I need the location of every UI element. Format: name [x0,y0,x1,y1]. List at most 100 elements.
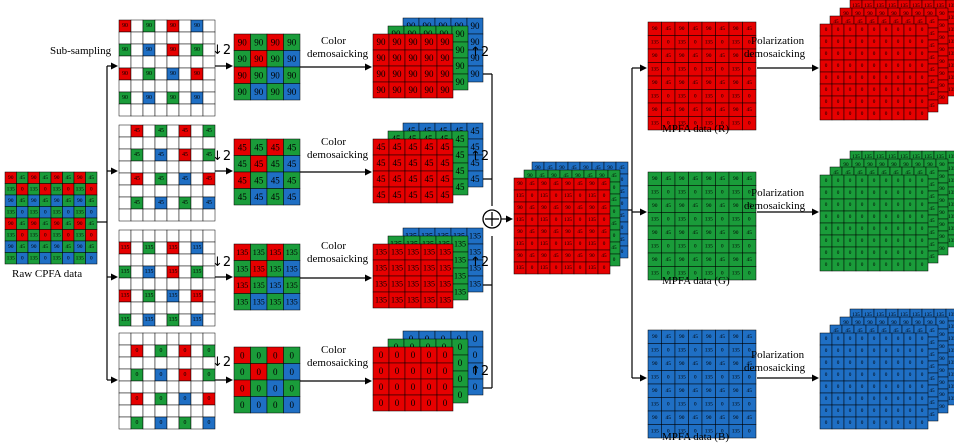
cell-value: 45 [666,80,672,86]
cell-value: 90 [652,257,658,263]
cell-value: 45 [238,175,248,185]
cell-value: 0 [849,250,852,256]
cell-value: 135 [948,336,954,342]
cell-value: 0 [825,384,828,390]
cell-value: 45 [20,198,26,204]
cell-value: 0 [897,27,900,33]
cell-value: 90 [652,230,658,236]
cell-value: 0 [825,348,828,354]
cell-value: 0 [379,350,384,360]
cell-value: 0 [909,202,912,208]
cell-value: 135 [454,272,466,281]
cell-value: 135 [948,154,954,160]
cell-value: 45 [441,190,451,200]
grid-cell [166,103,180,117]
grid-cell [130,184,144,198]
grid-cell [118,148,132,162]
cell-value: 45 [720,107,726,113]
cell-value: 0 [849,226,852,232]
cell-value: 135 [169,317,178,323]
cell-value: 90 [939,404,945,410]
cell-value: 45 [929,206,935,212]
cell-value: 45 [747,257,753,263]
cell-value: 135 [454,288,466,297]
cell-value: 0 [721,216,724,222]
cell-value: 45 [206,152,212,158]
cell-value: 45 [693,388,699,394]
cell-value: 0 [909,336,912,342]
grid-cell [178,241,192,255]
cell-value: 0 [555,241,558,247]
cell-value: 0 [909,75,912,81]
cell-value: 0 [897,226,900,232]
cell-value: 0 [921,178,924,184]
cell-value: 135 [651,401,659,407]
cell-value: 90 [287,54,297,64]
arrowhead [812,374,819,382]
grid-cell [166,208,180,222]
cell-value: 0 [921,348,924,354]
grid-cell [190,208,204,222]
cell-value: 0 [273,350,278,360]
grid-cell [142,172,156,186]
cell-value: 0 [861,226,864,232]
cell-value: 0 [849,336,852,342]
cell-value: 135 [948,348,954,354]
cell-value: 0 [849,39,852,45]
cell-value: 0 [395,398,400,408]
cell-value: 45 [206,176,212,182]
cell-value: 45 [134,152,140,158]
cell-value: 0 [837,262,840,268]
grid-cell [166,380,180,394]
grid-cell [130,79,144,93]
cell-value: 45 [529,229,535,235]
cell-value: 45 [747,107,753,113]
cell-value: 90 [54,244,60,250]
cell-value: 90 [287,87,297,97]
cell-value: 0 [825,396,828,402]
cell-value: 0 [748,428,751,434]
cell-value: 90 [679,203,685,209]
grid-cell [190,229,204,243]
cell-value: 0 [825,178,828,184]
grid-cell [130,404,144,418]
cell-value: 135 [439,248,451,257]
cell-value: 45 [134,176,140,182]
cell-value: 135 [516,217,524,223]
cell-value: 0 [837,87,840,93]
cell-value: 90 [679,388,685,394]
cell-value: 45 [158,152,164,158]
cell-value: 0 [667,39,670,45]
cell-value: 90 [271,37,281,47]
cell-value: 90 [706,203,712,209]
cell-value: 0 [909,420,912,426]
grid-cell [118,277,132,291]
cell-value: 135 [236,248,248,257]
cell-value: 45 [929,55,935,61]
cell-value: 45 [929,182,935,188]
cell-value: 45 [666,176,672,182]
cell-value: 0 [825,226,828,232]
grid-cell [178,91,192,105]
grid-cell [154,404,168,418]
cell-value: 0 [136,396,139,402]
cell-value: 0 [395,366,400,376]
cell-value: 135 [540,217,548,223]
cell-value: 45 [929,376,935,382]
grid-cell [118,356,132,370]
cell-value: 90 [706,388,712,394]
cell-value: 0 [748,374,751,380]
cell-value: 90 [254,37,264,47]
cell-value: 135 [7,232,16,238]
cell-value: 45 [693,107,699,113]
cell-value: 0 [748,401,751,407]
grid-cell [166,392,180,406]
cell-value: 90 [393,69,403,79]
cell-value: 0 [667,374,670,380]
cell-value: 0 [443,382,448,392]
cell-value: 45 [20,244,26,250]
cell-value: 45 [553,253,559,259]
cell-value: 135 [948,190,954,196]
cell-value: 0 [825,202,828,208]
